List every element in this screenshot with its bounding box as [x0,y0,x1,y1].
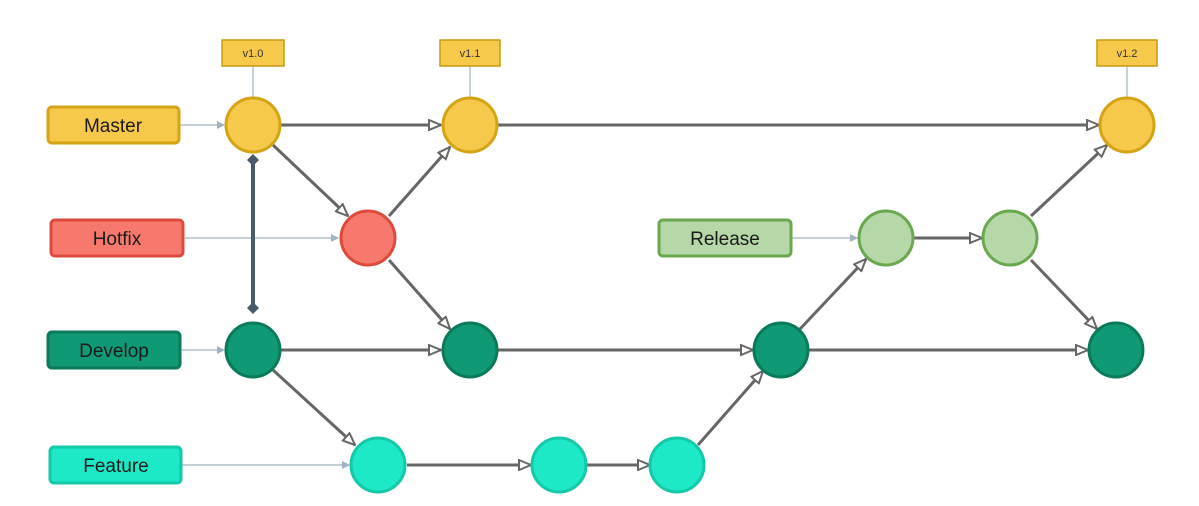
commits-hotfix [339,209,397,267]
arrow-feature-3-to-develop-3 [696,371,763,446]
tag-v1-2-box [1096,39,1158,67]
branch-label-hotfix-box [49,218,185,258]
tag-v1-0[interactable]: v1.0 [221,39,285,67]
commit-release-2[interactable] [981,209,1039,267]
branch-label-develop-text: Develop [79,341,149,362]
branch-label-hotfix[interactable]: Hotfix [49,218,185,258]
branch-label-release-box [657,218,793,258]
commit-develop-2[interactable] [441,321,499,379]
commits-release [857,209,1039,267]
commit-feature-1[interactable] [349,436,407,494]
tag-v1-2[interactable]: v1.2 [1096,39,1158,67]
tag-v1-1[interactable]: v1.1 [439,39,501,67]
branch-label-release-text: Release [690,229,760,250]
branch-label-feature-text: Feature [83,456,148,477]
branch-label-release[interactable]: Release [657,218,793,258]
commit-release-1[interactable] [857,209,915,267]
label-links [180,66,1128,469]
tag-v1-0-text: v1.0 [243,48,264,60]
arrow-develop-3-to-release-1 [798,259,866,331]
tag-v1-1-box [439,39,501,67]
tag-v1-2-text: v1.2 [1117,48,1138,60]
arrow-master-1-to-hotfix [271,143,348,216]
commits-feature [349,436,706,494]
branch-label-hotfix-text: Hotfix [93,229,142,250]
commit-develop-3[interactable] [752,321,810,379]
branch-label-master-text: Master [84,116,143,137]
arrow-hotfix-to-master-2 [387,147,450,217]
branch-label-feature[interactable]: Feature [48,445,183,485]
branch-label-feature-box [48,445,183,485]
commit-master-2[interactable] [441,96,499,154]
tag-v1-1-text: v1.1 [460,48,481,60]
branch-label-develop[interactable]: Develop [46,330,182,370]
arrow-hotfix-to-develop-2 [387,259,450,329]
commits-develop [224,321,1145,379]
arrow-release-2-to-master-3 [1029,145,1107,218]
arrow-release-2-to-develop-4 [1029,258,1097,329]
commit-master-1[interactable] [224,96,282,154]
commit-feature-2[interactable] [530,436,588,494]
commit-hotfix-1[interactable] [339,209,397,267]
branch-label-develop-box [46,330,182,370]
commit-develop-1[interactable] [224,321,282,379]
commits-master [224,96,1156,154]
branch-label-master-box [46,105,181,145]
commit-develop-4[interactable] [1087,321,1145,379]
arrow-develop-1-to-feature-1 [271,368,355,445]
tag-v1-0-box [221,39,285,67]
branch-label-master[interactable]: Master [46,105,181,145]
commit-feature-3[interactable] [648,436,706,494]
commit-arrows [271,125,1107,465]
commit-master-3[interactable] [1098,96,1156,154]
